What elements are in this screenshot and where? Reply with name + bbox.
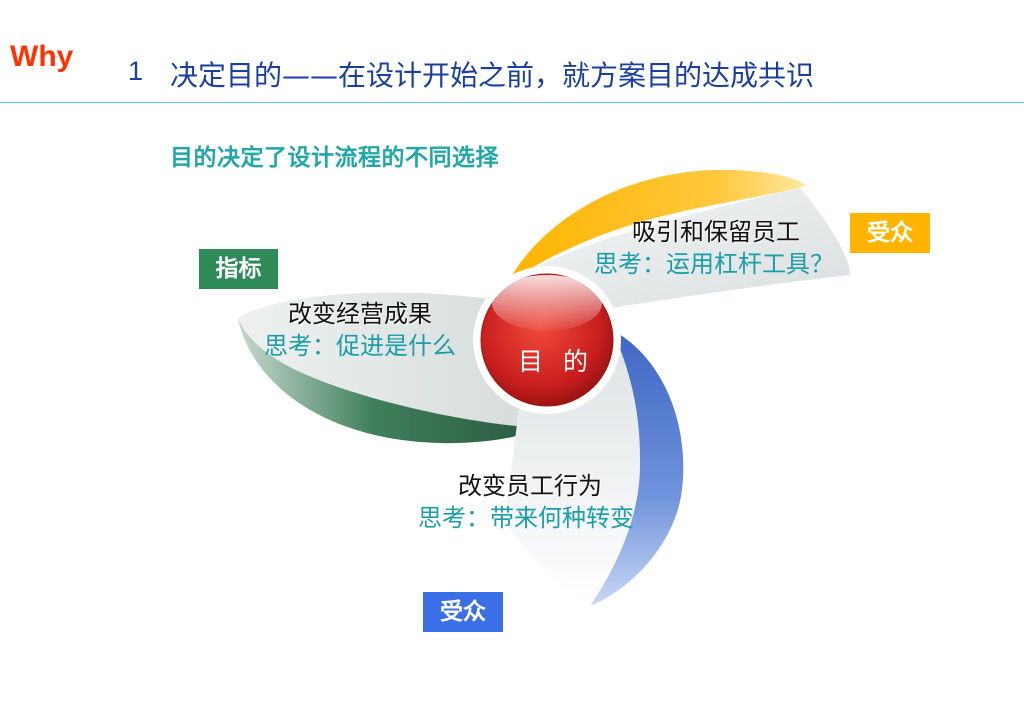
- blade-top-heading: 吸引和保留员工: [632, 212, 800, 247]
- audience-tag-bottom: 受众: [423, 592, 503, 632]
- blade-bottom-heading: 改变员工行为: [458, 466, 602, 501]
- blade-top-thought: 思考：运用杠杆工具？: [594, 244, 834, 279]
- blade-left-heading: 改变经营成果: [288, 294, 432, 329]
- center-label: 目 的: [518, 342, 594, 378]
- audience-tag-top: 受众: [850, 213, 930, 253]
- blade-left-thought: 思考：促进是什么: [264, 326, 456, 361]
- center-shine: [492, 275, 602, 331]
- metric-tag: 指标: [199, 249, 278, 289]
- blade-bottom-thought: 思考：带来何种转变: [418, 498, 634, 533]
